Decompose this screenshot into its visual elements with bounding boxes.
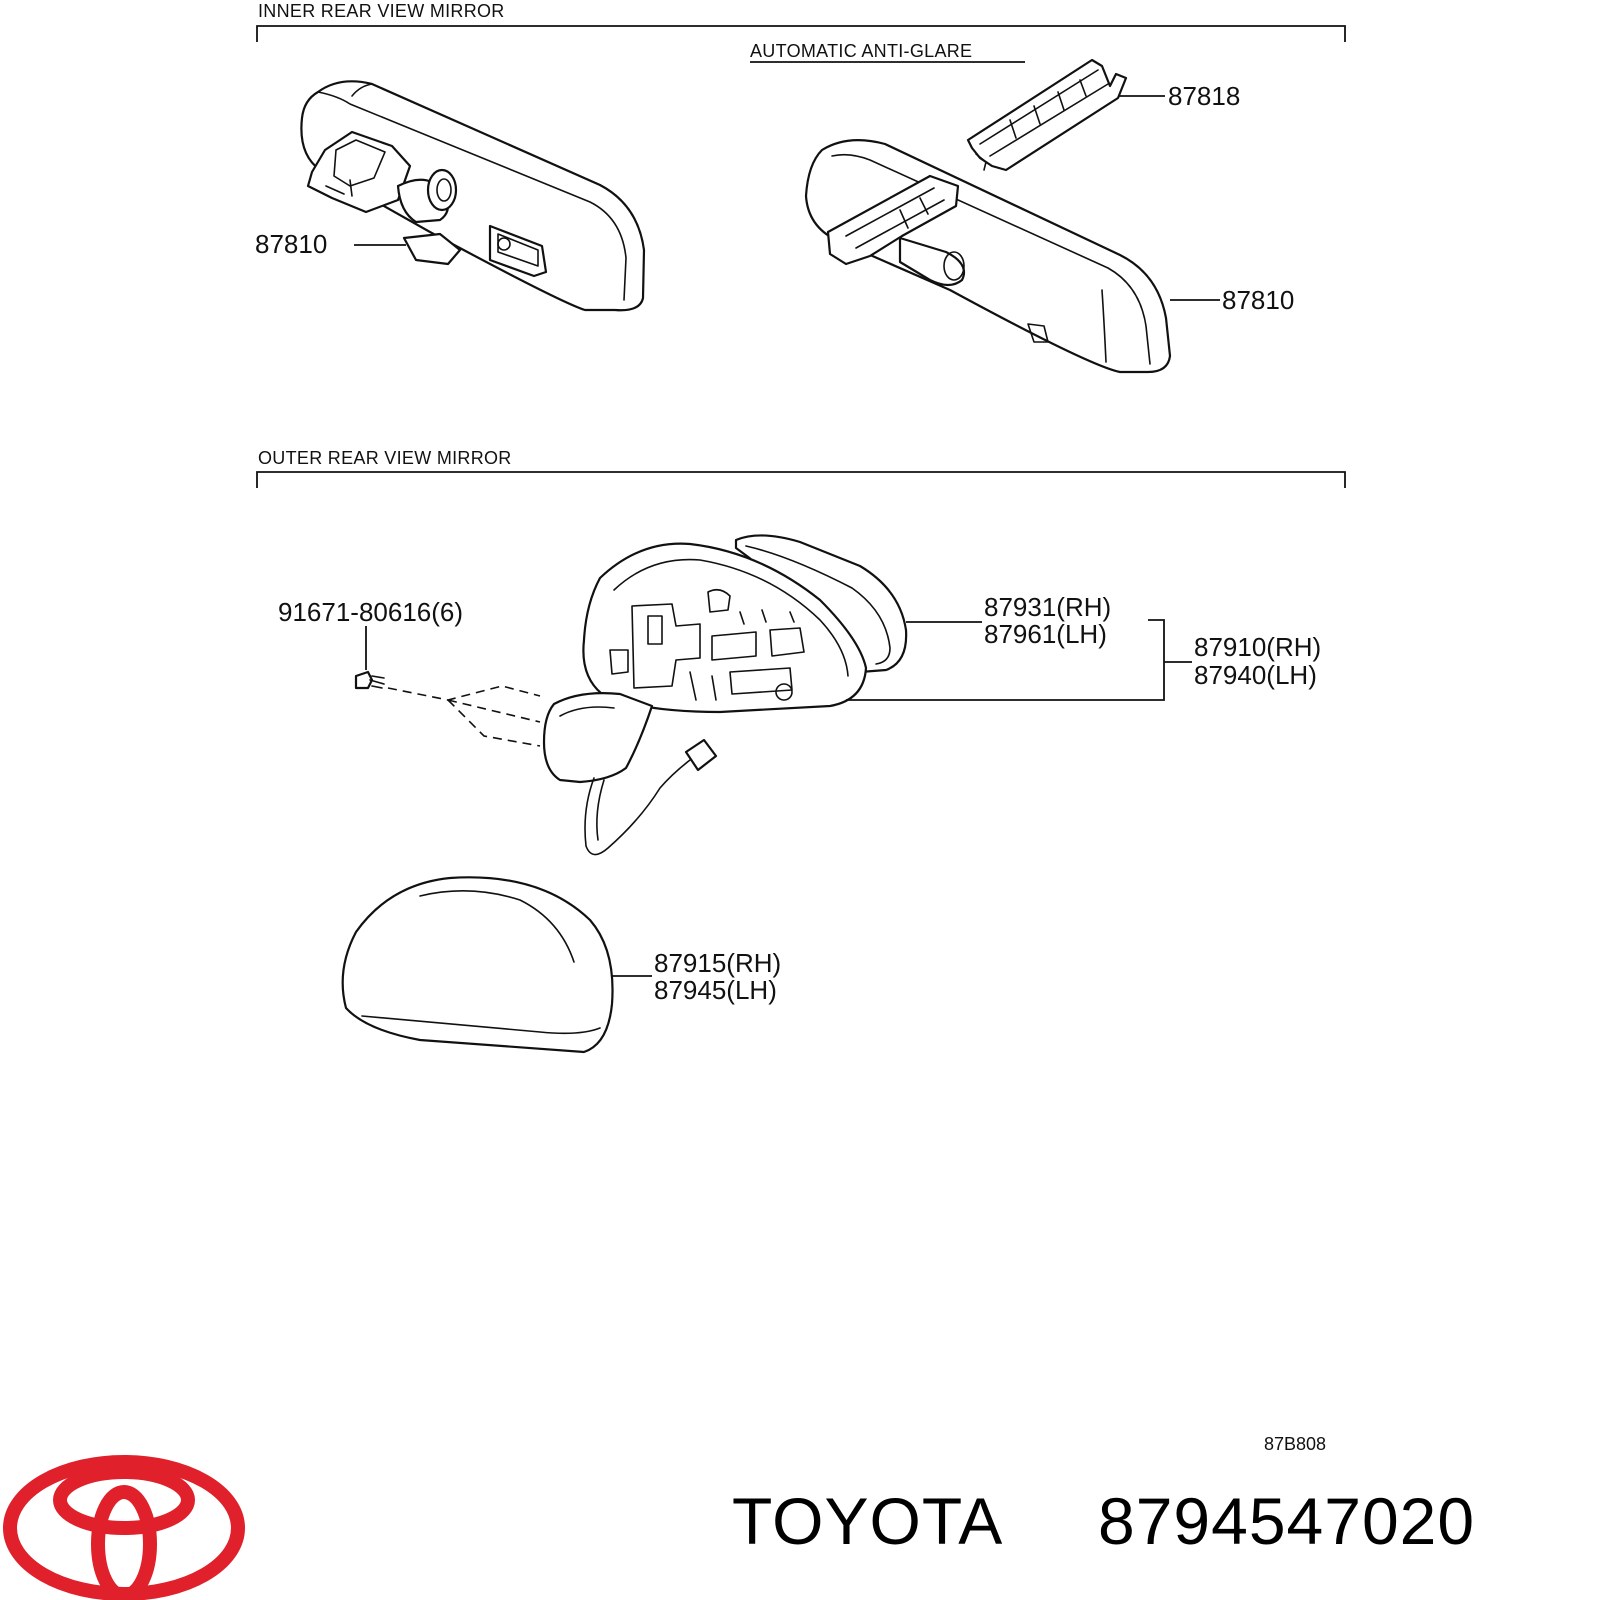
inner-section-bracket <box>256 25 1346 42</box>
inner-section: INNER REAR VIEW MIRROR AUTOMATIC ANTI-GL… <box>256 1 1346 63</box>
diagram-code: 87B808 <box>1264 1434 1326 1454</box>
inner-section-title: INNER REAR VIEW MIRROR <box>258 1 505 21</box>
outer-mirror-body <box>582 542 868 714</box>
screw-part <box>354 670 385 690</box>
inner-bracket-87818 <box>966 58 1128 172</box>
callout-87961: 87961(LH) <box>984 619 1107 649</box>
footer-part-number: 8794547020 <box>1098 1484 1475 1558</box>
callout-87945: 87945(LH) <box>654 975 777 1005</box>
assembly-dashes <box>387 685 541 747</box>
outer-section-title: OUTER REAR VIEW MIRROR <box>258 448 512 468</box>
outer-mirror-cover <box>341 876 614 1054</box>
inner-mirror-right <box>804 139 1172 374</box>
footer-brand: TOYOTA <box>732 1484 1003 1558</box>
callout-87810-left: 87810 <box>255 229 327 259</box>
callout-87915: 87915(RH) <box>654 948 781 978</box>
inner-mirror-left <box>300 80 646 312</box>
callout-87818: 87818 <box>1168 81 1240 111</box>
outer-section-bracket <box>256 471 1346 488</box>
outer-section: OUTER REAR VIEW MIRROR <box>256 448 1346 488</box>
leader-assembly <box>846 619 1165 701</box>
inner-section-subtitle: AUTOMATIC ANTI-GLARE <box>750 41 972 61</box>
callout-87910: 87910(RH) <box>1194 632 1321 662</box>
callout-87931: 87931(RH) <box>984 592 1111 622</box>
callout-87940: 87940(LH) <box>1194 660 1317 690</box>
toyota-logo-icon <box>3 1455 245 1600</box>
callout-87810-right: 87810 <box>1222 285 1294 315</box>
callout-screw: 91671-80616(6) <box>278 597 463 627</box>
outer-mirror-base <box>542 692 718 856</box>
